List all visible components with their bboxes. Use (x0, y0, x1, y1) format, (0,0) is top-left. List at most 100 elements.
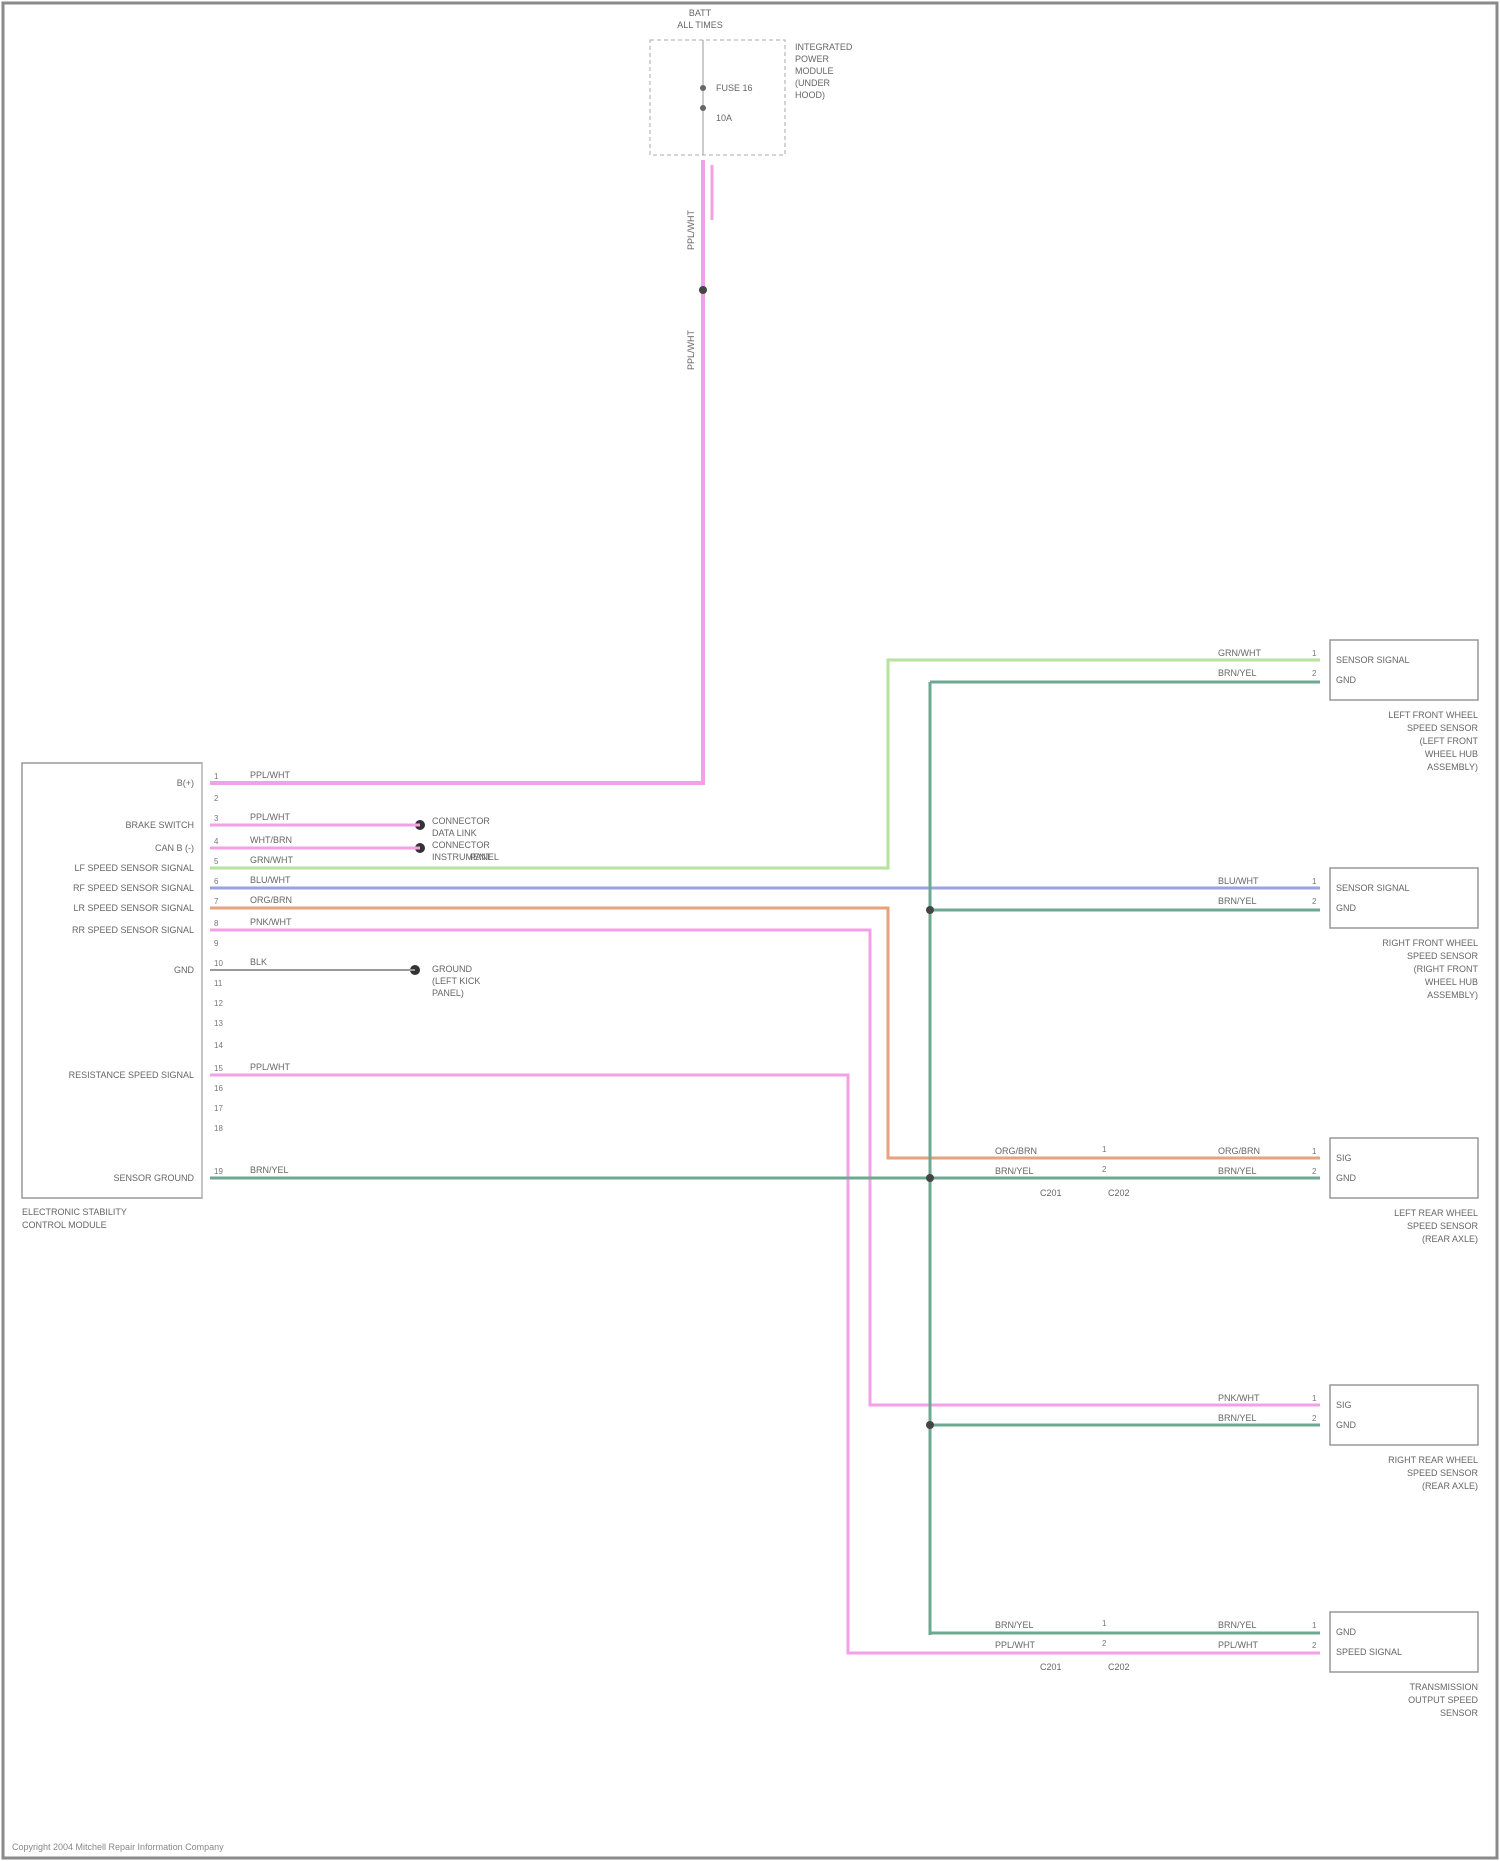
sensor-pin-label: GND (1336, 1173, 1357, 1183)
sensor-description: RIGHT REAR WHEEL (1388, 1455, 1478, 1465)
module-pin-label: BRAKE SWITCH (125, 820, 194, 830)
fuse-box-desc-5: HOOD) (795, 90, 825, 100)
sensor-pin-number: 1 (1312, 877, 1317, 886)
sensor-pin-number: 1 (1312, 1621, 1317, 1630)
module-wire-label: PPL/WHT (250, 812, 291, 822)
inline-wire-label: BRN/YEL (995, 1166, 1034, 1176)
sensor-pin-number: 1 (1312, 649, 1317, 658)
sensor-description: WHEEL HUB (1425, 977, 1478, 987)
inline-wire-label: ORG/BRN (995, 1146, 1037, 1156)
sensor-description: (REAR AXLE) (1422, 1481, 1478, 1491)
module-pin-label: RR SPEED SENSOR SIGNAL (72, 925, 194, 935)
sensor-pin-label: SIG (1336, 1153, 1352, 1163)
sensor-description: LEFT REAR WHEEL (1394, 1208, 1478, 1218)
sensor-description: SPEED SENSOR (1407, 951, 1479, 961)
sensor-pin-number: 2 (1312, 1167, 1317, 1176)
fuse-box-desc-4: (UNDER (795, 78, 830, 88)
module-pin-number: 4 (214, 837, 219, 846)
module-pin-label: RF SPEED SENSOR SIGNAL (73, 883, 194, 893)
inline-pin-number: 1 (1102, 1619, 1107, 1628)
fuse-box-title-2: ALL TIMES (677, 20, 723, 30)
module-wire-label: BLK (250, 957, 267, 967)
sensor-description: (REAR AXLE) (1422, 1234, 1478, 1244)
sensor-description: (LEFT FRONT (1420, 736, 1479, 746)
sensor-pin-number: 2 (1312, 897, 1317, 906)
module-pin-number: 17 (214, 1104, 223, 1113)
inline-wire-label: PPL/WHT (995, 1640, 1036, 1650)
inline-connector-right: C202 (1108, 1188, 1130, 1198)
sensor-pin-label: SENSOR SIGNAL (1336, 655, 1410, 665)
wire-lf-signal (210, 660, 1320, 868)
splice-rr-ground (926, 1421, 934, 1429)
module-pin-label: CAN B (-) (155, 843, 194, 853)
fuse-box-desc-3: MODULE (795, 66, 834, 76)
fuse-terminal-bottom (700, 105, 706, 111)
wire-rr-signal (210, 930, 1320, 1405)
inline-pin-number: 2 (1102, 1165, 1107, 1174)
module-pin-number: 2 (214, 794, 219, 803)
sensor-description: OUTPUT SPEED (1408, 1695, 1478, 1705)
sensor-wire-label: PNK/WHT (1218, 1393, 1260, 1403)
sensor-pin-label: GND (1336, 675, 1357, 685)
module-pin-number: 5 (214, 857, 219, 866)
sensor-pin-label: SPEED SIGNAL (1336, 1647, 1402, 1657)
sensor-outline (1330, 1138, 1478, 1198)
fuse-wire-label-lower: PPL/WHT (686, 329, 696, 370)
module-wire-label: WHT/BRN (250, 835, 292, 845)
module-wire-label: BRN/YEL (250, 1165, 289, 1175)
sensor-description: (RIGHT FRONT (1414, 964, 1479, 974)
sensor-wire-label: BRN/YEL (1218, 1620, 1257, 1630)
module-pin-number: 11 (214, 979, 223, 988)
sensor-wire-label: BRN/YEL (1218, 668, 1257, 678)
module-pin-number: 15 (214, 1064, 223, 1073)
module-pin-number: 16 (214, 1084, 223, 1093)
fuse-terminal-top (700, 85, 706, 91)
sensor-pin-number: 2 (1312, 1414, 1317, 1423)
module-pin-number: 7 (214, 897, 219, 906)
sensor-description: RIGHT FRONT WHEEL (1382, 938, 1478, 948)
module-pin-number: 6 (214, 877, 219, 886)
wire-resistance-speed (210, 1075, 1320, 1653)
module-pin-label: B(+) (177, 778, 194, 788)
splice-rf-ground (926, 906, 934, 914)
sensor-wire-label: BRN/YEL (1218, 1166, 1257, 1176)
inline-connector-left: C201 (1040, 1662, 1062, 1672)
fuse-box-desc-1: INTEGRATED (795, 42, 853, 52)
offpage-1-line-1: CONNECTOR (432, 816, 490, 826)
sensor-outline (1330, 640, 1478, 700)
fuse-box-title-1: BATT (689, 8, 712, 18)
sensor-pin-label: GND (1336, 903, 1357, 913)
module-pin-number: 9 (214, 939, 219, 948)
sensor-description: WHEEL HUB (1425, 749, 1478, 759)
sensor-pin-label: GND (1336, 1420, 1357, 1430)
sensor-pin-number: 2 (1312, 669, 1317, 678)
module-pin-label: SENSOR GROUND (113, 1173, 194, 1183)
sensor-wire-label: BLU/WHT (1218, 876, 1259, 886)
sensor-wire-label: GRN/WHT (1218, 648, 1261, 658)
offpage-1-line-3: CONNECTOR (432, 840, 490, 850)
module-pin-label: LF SPEED SENSOR SIGNAL (74, 863, 194, 873)
module-pin-number: 10 (214, 959, 223, 968)
module-name-2: CONTROL MODULE (22, 1220, 107, 1230)
fuse-label: FUSE 16 (716, 83, 753, 93)
inline-pin-number: 1 (1102, 1145, 1107, 1154)
wire-lr-signal (210, 908, 1320, 1158)
sensor-pin-number: 1 (1312, 1394, 1317, 1403)
fuse-box: BATT ALL TIMES FUSE 16 10A INTEGRATED PO… (650, 8, 853, 155)
fuse-box-outline (650, 40, 785, 155)
offpage-3-line-3: PANEL) (432, 988, 464, 998)
sensor-outline (1330, 1385, 1478, 1445)
module-pin-number: 1 (214, 772, 219, 781)
offpage-3-line-1: GROUND (432, 964, 472, 974)
sensor-description: ASSEMBLY) (1427, 990, 1478, 1000)
module-wire-label: BLU/WHT (250, 875, 291, 885)
module-pin-label: GND (174, 965, 195, 975)
sensor-description: SPEED SENSOR (1407, 723, 1479, 733)
sensor-description: SPEED SENSOR (1407, 1221, 1479, 1231)
module-pin-number: 12 (214, 999, 223, 1008)
fuse-wire-label-upper: PPL/WHT (686, 209, 696, 250)
